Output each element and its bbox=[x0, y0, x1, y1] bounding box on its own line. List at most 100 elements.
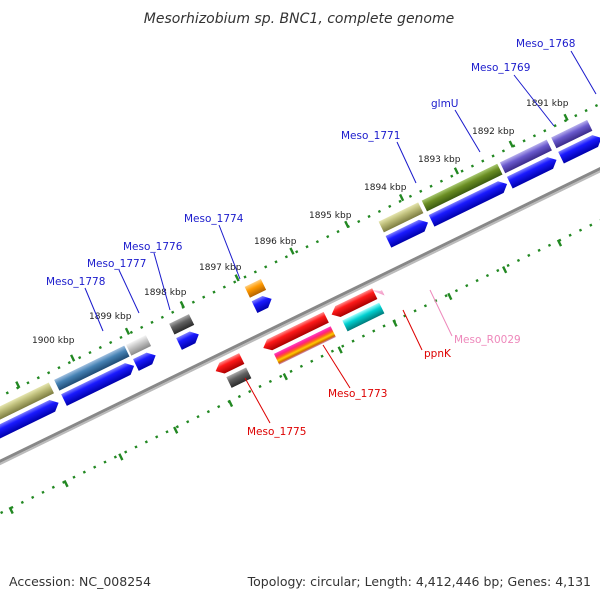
label-ppnK[interactable]: ppnK bbox=[424, 348, 452, 360]
label-meso-r0029[interactable]: Meso_R0029 bbox=[454, 334, 521, 346]
label-meso-1778[interactable]: Meso_1778 bbox=[46, 276, 105, 288]
outer-minor-tick bbox=[501, 149, 506, 153]
outer-minor-tick bbox=[233, 280, 237, 284]
gene-meso-1773-cog[interactable] bbox=[273, 326, 336, 365]
cds-meso-1773[interactable] bbox=[261, 311, 329, 353]
accession-text: Accession: NC_008254 bbox=[9, 574, 151, 589]
outer-minor-tick bbox=[5, 391, 9, 395]
outer-minor-tick bbox=[284, 255, 288, 259]
outer-minor-tick bbox=[109, 340, 113, 345]
inner-major-tick bbox=[447, 292, 453, 301]
leader-meso-1778 bbox=[84, 287, 104, 332]
inner-minor-tick bbox=[506, 263, 510, 268]
label-meso-1773[interactable]: Meso_1773 bbox=[328, 388, 387, 400]
outer-minor-tick bbox=[191, 300, 195, 304]
cds-meso-1775[interactable] bbox=[213, 353, 245, 376]
outer-minor-tick bbox=[439, 179, 444, 183]
inner-minor-tick bbox=[93, 465, 97, 469]
outer-major-tick bbox=[70, 354, 76, 362]
inner-minor-tick bbox=[51, 485, 55, 489]
gene-meso-1776-cog[interactable] bbox=[169, 314, 195, 335]
kbp-label-1891: 1891 kbp bbox=[526, 99, 569, 109]
outer-minor-tick bbox=[460, 169, 464, 173]
cds-meso-1778[interactable] bbox=[61, 360, 137, 406]
gene-meso-1768-cog[interactable] bbox=[551, 119, 593, 149]
label-glmU[interactable]: glmU bbox=[431, 98, 459, 110]
gene-meso-1771-cog[interactable] bbox=[378, 202, 424, 233]
label-meso-1768[interactable]: Meso_1768 bbox=[516, 38, 575, 50]
cds-left[interactable] bbox=[0, 397, 61, 443]
cds-meso-1771[interactable] bbox=[385, 217, 431, 248]
inner-minor-tick bbox=[124, 450, 128, 454]
inner-minor-tick bbox=[268, 379, 272, 384]
gene-ppnK-cog[interactable] bbox=[342, 302, 385, 332]
gene-glmU-cog[interactable] bbox=[421, 163, 503, 212]
outer-minor-tick bbox=[67, 361, 71, 365]
outer-major-tick bbox=[179, 300, 185, 309]
track-group bbox=[0, 103, 600, 515]
inner-minor-tick bbox=[175, 425, 179, 429]
outer-minor-tick bbox=[26, 381, 30, 385]
outer-minor-tick bbox=[326, 235, 330, 239]
inner-minor-tick bbox=[330, 349, 335, 353]
cds-meso-1776[interactable] bbox=[176, 328, 201, 350]
gene-meso-1778-cog[interactable] bbox=[54, 345, 130, 391]
outer-minor-tick bbox=[129, 330, 133, 335]
topology-text: Topology: circular; Length: 4,412,446 bp… bbox=[247, 574, 591, 589]
outer-minor-tick bbox=[367, 214, 371, 219]
cds-glmU[interactable] bbox=[428, 178, 510, 227]
outer-minor-tick bbox=[398, 199, 402, 203]
genome-backbone-shadow bbox=[0, 120, 600, 500]
inner-minor-tick bbox=[341, 344, 345, 348]
leader-meso-1777 bbox=[118, 269, 140, 314]
label-meso-1777[interactable]: Meso_1777 bbox=[87, 258, 146, 270]
kbp-label-1899: 1899 kbp bbox=[89, 312, 132, 322]
label-meso-1771[interactable]: Meso_1771 bbox=[341, 130, 400, 142]
genome-backbone bbox=[0, 117, 600, 498]
inner-minor-tick bbox=[258, 384, 262, 389]
outer-major-tick bbox=[289, 247, 295, 255]
leader-ppnK bbox=[402, 309, 423, 351]
gene-left-cog[interactable] bbox=[0, 382, 54, 428]
outer-major-tick bbox=[398, 193, 405, 202]
label-meso-1775[interactable]: Meso_1775 bbox=[247, 426, 306, 438]
label-meso-1769[interactable]: Meso_1769 bbox=[471, 62, 530, 74]
inner-minor-tick bbox=[537, 248, 541, 252]
outer-major-tick bbox=[15, 381, 21, 389]
inner-major-tick bbox=[337, 346, 343, 354]
gene-meso-1774-cog[interactable] bbox=[244, 279, 267, 298]
inner-minor-tick bbox=[568, 233, 572, 237]
outer-minor-tick bbox=[491, 154, 495, 158]
inner-minor-tick bbox=[299, 364, 304, 368]
inner-major-tick bbox=[392, 319, 398, 327]
outer-minor-tick bbox=[295, 250, 299, 254]
gene-meso-1769-cog[interactable] bbox=[499, 139, 552, 174]
inner-major-tick bbox=[556, 239, 563, 247]
gene-meso-1777-cog[interactable] bbox=[126, 335, 152, 356]
cds-meso-1769[interactable] bbox=[506, 154, 559, 189]
kbp-label-1896: 1896 kbp bbox=[254, 237, 297, 247]
inner-minor-tick bbox=[589, 223, 593, 227]
outer-minor-tick bbox=[522, 139, 526, 143]
label-meso-1776[interactable]: Meso_1776 bbox=[123, 241, 183, 253]
cds-meso-1774[interactable] bbox=[251, 293, 275, 313]
cds-meso-1777[interactable] bbox=[133, 350, 158, 371]
outer-minor-tick bbox=[202, 295, 206, 299]
inner-major-tick bbox=[282, 373, 288, 381]
inner-minor-tick bbox=[20, 500, 24, 505]
leader-glmU bbox=[454, 109, 481, 153]
inner-major-tick bbox=[8, 506, 14, 515]
label-meso-1774[interactable]: Meso_1774 bbox=[184, 213, 244, 225]
gene-meso-1775-cog[interactable] bbox=[226, 367, 252, 388]
outer-minor-tick bbox=[429, 184, 433, 188]
map-title: Mesorhizobium sp. BNC1, complete genome bbox=[144, 11, 455, 27]
cds-meso-1768[interactable] bbox=[558, 132, 600, 164]
cds-ppnK[interactable] bbox=[329, 288, 378, 320]
outer-minor-tick bbox=[171, 310, 175, 314]
kbp-label-1895: 1895 kbp bbox=[309, 211, 352, 221]
inner-minor-tick bbox=[465, 284, 469, 288]
inner-minor-tick bbox=[113, 455, 117, 459]
reverse-cds-row bbox=[213, 288, 385, 376]
inner-minor-tick bbox=[279, 374, 283, 378]
